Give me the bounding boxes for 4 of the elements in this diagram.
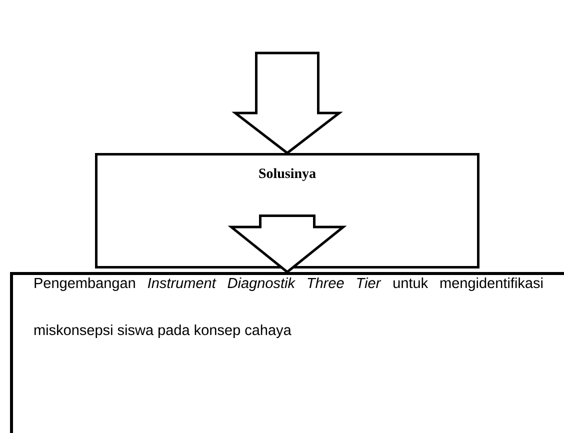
process-box: Solusinya [95,153,480,268]
text-box: Pengembangan Instrument Diagnostik Three Tier untuk mengidentifikasi miskonsepsi siswa pada konsep cahaya [10,272,564,433]
block-arrow [232,52,343,155]
block-arrow [228,214,347,274]
